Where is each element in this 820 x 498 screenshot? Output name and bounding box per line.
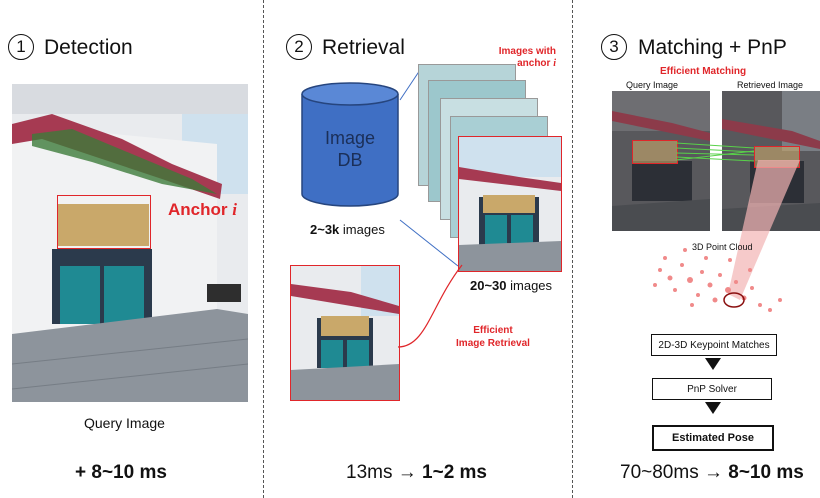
anchor-symbol: i [232,200,237,219]
keypoint-matches-box: 2D-3D Keypoint Matches [651,334,777,356]
step-1-number: 1 [8,34,34,60]
matching-timing-before: 70~80ms [620,462,699,483]
candidates-count-number: 20~30 [470,278,507,293]
query-image-caption: Query Image [84,415,165,431]
matching-timing-arrow: → [703,462,723,483]
matching-query-image [612,91,710,231]
efficient-retrieval-line2: Image Retrieval [456,338,530,349]
estimated-pose-box: Estimated Pose [652,425,774,451]
anchor-bounding-box [57,195,151,249]
point-cloud-drawing [653,160,800,312]
point-cloud-label: 3D Point Cloud [692,242,753,252]
efficient-matching-label: Efficient Matching [660,66,747,77]
retrieval-connector-curve [397,264,463,348]
query-image-photo [12,84,248,402]
retrieval-query-thumbnail [290,265,400,401]
matching-timing: 70~80ms → 8~10 ms [620,462,804,484]
divider-left [263,0,264,498]
step-2-number: 2 [286,34,312,60]
candidate-photo-drawing [459,137,561,271]
candidates-count-unit: images [506,278,553,293]
efficient-retrieval-line1: Efficient [473,325,513,336]
db-label-line1: Image [324,128,376,148]
keypoint-match-lines [676,142,755,162]
retrieved-candidate-image [458,136,562,272]
db-count-number: 2~3k [310,222,340,237]
db-count-label: 2~3k images [310,222,385,237]
efficient-retrieval-label: Efficient Image Retrieval [438,324,548,350]
matching-query-box [632,140,678,164]
step-1-title: Detection [44,36,133,59]
image-db-cylinder: Image DB [300,82,400,215]
query-photo-drawing [12,84,248,402]
stack-label: Images with anchor i [496,46,556,70]
matching-query-drawing [612,91,710,231]
candidates-count-label: 20~30 images [470,278,552,293]
arrow-down-2 [705,402,721,414]
retrieval-timing-after: 1~2 ms [422,462,488,483]
detection-timing: + 8~10 ms [75,462,167,483]
thumbnail-photo-drawing [291,266,399,400]
arrow-down-1 [705,358,721,370]
db-label-line2: DB [337,150,363,170]
db-count-unit: images [339,222,385,237]
matching-query-label: Query Image [626,80,679,90]
divider-right [572,0,573,498]
step-3-number: 3 [601,34,627,60]
db-to-stack-lines [399,69,459,267]
matching-timing-after: 8~10 ms [728,462,804,483]
anchor-label: Anchor i [168,200,237,220]
anchor-text: Anchor [168,200,228,219]
step-2-title: Retrieval [322,36,405,59]
matching-retrieved-label: Retrieved Image [737,80,804,90]
pnp-solver-box: PnP Solver [652,378,772,400]
step-3-title: Matching + PnP [638,36,787,59]
db-cylinder-shape [301,82,399,207]
retrieval-timing-before: 13ms [346,462,393,483]
stack-label-line2: anchor [517,58,551,69]
retrieval-timing: 13ms → 1~2 ms [346,462,487,484]
retrieval-timing-arrow: → [397,462,417,483]
stack-label-line1: Images with [498,46,556,57]
stack-label-symbol: i [553,58,556,69]
